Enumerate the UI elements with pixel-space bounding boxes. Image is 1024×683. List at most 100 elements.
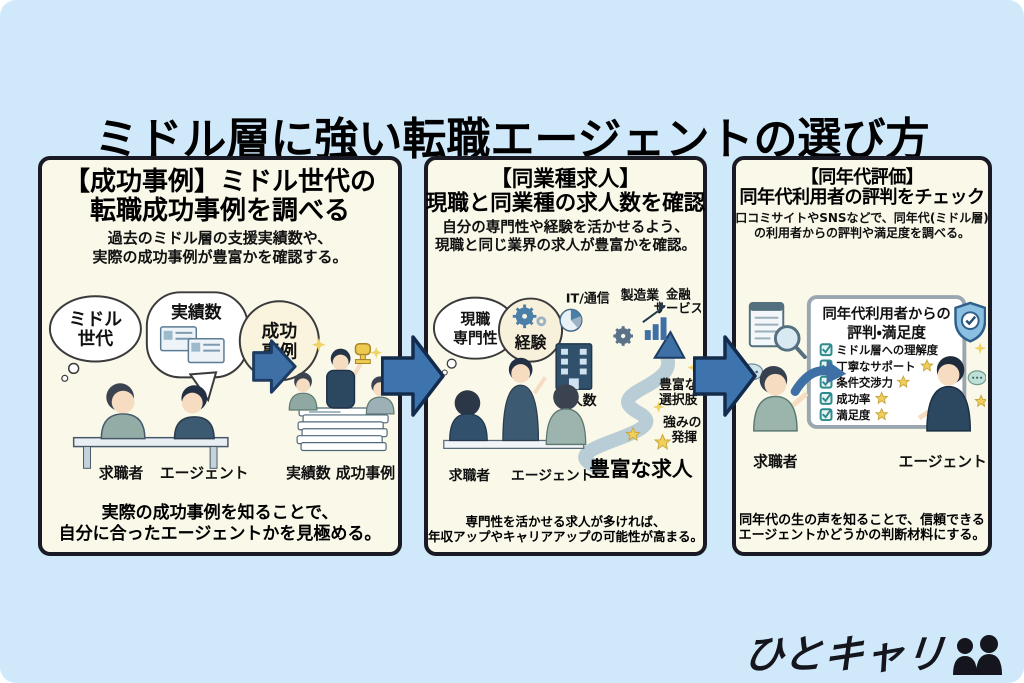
panel1-footer-line2: 自分に合ったエージェントかを見極める。 [58,523,382,544]
whiteboard: 同年代利用者からの 評判・満足度 ミドル層への理解度 [806,295,967,430]
panel3-description: 口コミサイトやSNSなどで、同年代(ミドル層) の利用者からの評判や満足度を調べ… [735,211,989,241]
star-icon [874,391,889,405]
gear-icon [512,304,547,329]
panel-transition-arrow-2 [693,335,757,417]
panel2-illustration: 現職 専門性 [430,257,701,514]
panel2-description: 自分の専門性や経験を活かせるよう、 現職と同じ業界の求人が豊富かを確認。 [435,219,696,255]
checklist: ミドル層への理解度 丁寧なサポート 条件交渉力 [819,343,939,422]
panel2-footer: 専門性を活かせる求人が多ければ、 年収アップやキャリアアップの可能性が高まる。 [428,514,703,544]
star-icon [653,433,672,451]
gear-icon [613,326,634,347]
experience-bubble: 経験 [497,297,564,364]
svg-text:成功: 成功 [262,320,298,342]
person-agent-standing [502,358,547,442]
svg-text:成功率: 成功率 [836,392,871,406]
paper-stack [296,407,389,451]
star-icon [625,426,641,442]
panel3-desc-line1: 口コミサイトやSNSなどで、同年代(ミドル層) [735,211,989,226]
panel3-footer-line2: エージェントかどうかの判断材料にする。 [738,528,986,544]
panel1-title-line2: 転職成功事例を調べる [89,196,350,227]
star-icon [874,407,889,421]
panel2-title-line2: 現職と同業種の求人数を確認 [425,191,706,217]
svg-text:同年代利用者からの: 同年代利用者からの [822,305,950,323]
svg-text:実績数: 実績数 [171,302,222,322]
panel3-desc-line2: の利用者からの評判や満足度を調べる。 [753,226,970,241]
pie-chart-icon [559,309,583,333]
panel1-title: 【成功事例】ミドル世代の 転職成功事例を調べる [63,167,376,227]
svg-text:ミドル: ミドル [69,309,123,330]
panels-row: 【成功事例】ミドル世代の 転職成功事例を調べる 過去のミドル層の支援実績数や、 … [38,156,992,556]
winding-road [578,330,686,474]
panel2-title-line1: 【同業種求人】 [490,167,641,192]
sparkle-icon [311,337,326,352]
star-icon [896,375,911,389]
agent-label: エージェント [511,468,593,484]
star-icon [652,401,665,414]
brand-logo: ひとキャリ [741,632,1004,678]
star-icon [974,342,986,355]
panel3-title-line2: 同年代利用者の評判をチェック [739,187,986,209]
jobseeker-label: 求職者 [99,464,144,482]
svg-text:条件交渉力: 条件交渉力 [835,376,893,390]
building-icon [555,343,593,391]
brand-logo-text: ひとキャリ [741,632,948,678]
result-label: 実績数 成功事例 [286,464,395,482]
person-jobseeker [449,390,488,442]
panel3-footer-line1: 同年代の生の声を知ることで、信頼できる [739,512,985,528]
panel1-desc-line1: 過去のミドル層の支援実績数や、 [107,229,333,248]
panel2-desc-line1: 自分の専門性や経験を活かせるよう、 [442,220,689,237]
star-icon [920,359,934,373]
svg-text:経験: 経験 [514,333,547,352]
benefit-strength-line2: 発揮 [670,430,697,446]
trophy-icon [354,342,372,364]
star-icon [974,394,986,408]
thought-bubble: ミドル 世代 [48,295,142,382]
benefit-strength-line1: 強みの [663,415,701,431]
checkbox-icon [819,392,833,406]
jobseeker-label: 求職者 [449,467,491,484]
svg-text:満足度: 満足度 [836,408,871,422]
checkbox-icon [819,408,833,422]
panel1-desc-line2: 実際の成功事例が豊富かを確認する。 [92,247,348,266]
panel3-title-line1: 【同年代評価】 [800,167,924,188]
checkbox-icon [819,343,833,357]
sparkle-icon [370,346,383,359]
person-jobseeker [100,383,146,440]
person-agent [917,356,986,432]
svg-text:現職: 現職 [461,311,491,329]
svg-text:評判・満足度: 評判・満足度 [847,324,926,342]
panel1-footer-line1: 実際の成功事例を知ることで、 [101,503,339,524]
benefit-choices-line1: 豊富な [659,378,698,394]
shield-check-icon [954,301,986,343]
person-colleague-left [288,372,318,411]
panel1-footer: 実際の成功事例を知ることで、 自分に合ったエージェントかを見極める。 [59,503,382,544]
jobseeker-label: 求職者 [753,453,798,471]
panel-transition-arrow-1 [381,335,445,417]
arrow-icon [252,339,297,394]
panel1-title-line1: 【成功事例】ミドル世代の [63,167,376,197]
panel1-description: 過去のミドル層の支援実績数や、 実際の成功事例が豊富かを確認する。 [92,229,347,267]
person-winner [326,342,372,409]
panel-success-cases: 【成功事例】ミドル世代の 転職成功事例を調べる 過去のミドル層の支援実績数や、 … [38,156,402,556]
curved-arrow-icon [790,360,847,397]
svg-text:世代: 世代 [78,328,114,349]
abundant-jobs-label: 豊富な求人 [589,457,693,481]
document-icon [159,325,225,363]
svg-text:ミドル層への理解度: ミドル層への理解度 [836,343,938,357]
bar-chart-icon [642,301,667,341]
person-agent [173,384,215,440]
benefit-choices-line2: 選択肢 [659,392,698,408]
industry-manufacturing-label: 製造業 [620,288,660,304]
panel3-illustration: 同年代利用者からの 評判・満足度 ミドル層への理解度 [738,243,986,513]
panel-peer-reviews: 【同年代評価】 同年代利用者の評判をチェック 口コミサイトやSNSなどで、同年代… [732,156,992,556]
svg-text:専門性: 専門性 [453,329,498,347]
agent-label: エージェント [899,454,986,471]
person-agent-seated [545,384,587,446]
svg-text:丁寧なサポート: 丁寧なサポート [836,360,915,374]
panel3-footer: 同年代の生の声を知ることで、信頼できる エージェントかどうかの判断材料にする。 [739,513,986,544]
panel1-illustration: ミドル 世代 実績数 [44,269,396,504]
panel3-title: 【同年代評価】 同年代利用者の評判をチェック [739,167,986,209]
agent-label: エージェント [160,465,249,482]
consultation-desk-scene [443,358,587,450]
